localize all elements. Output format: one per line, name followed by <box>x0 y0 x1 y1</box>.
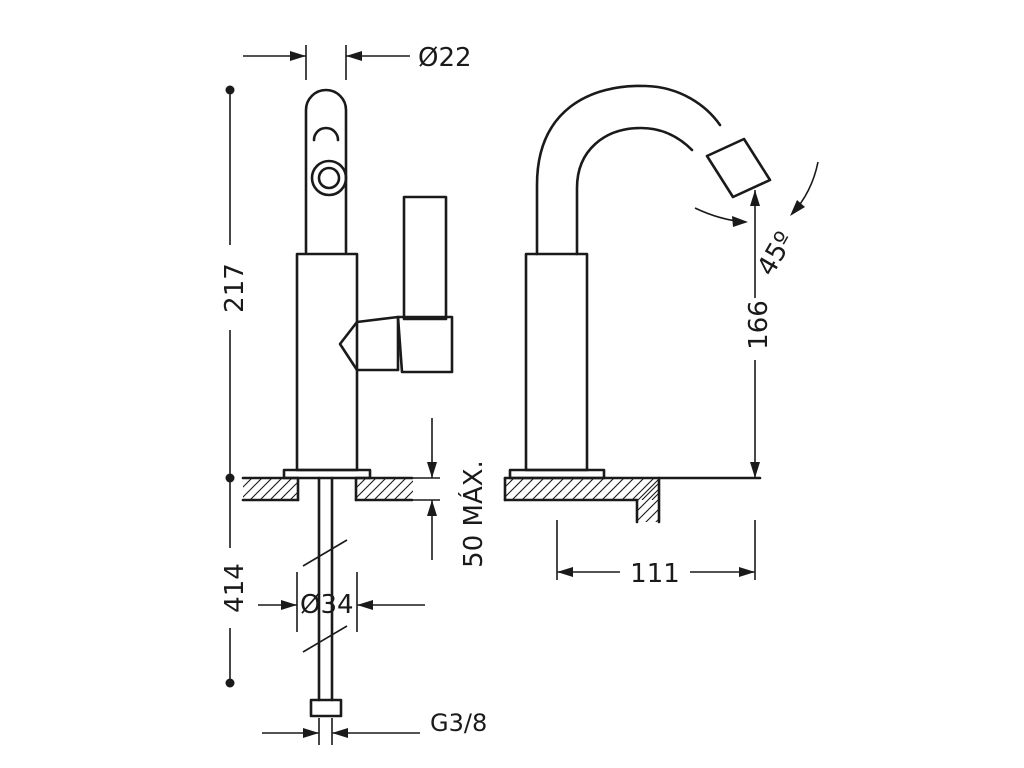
spout-diameter-label: Ø22 <box>418 43 472 73</box>
lever-hub <box>338 315 400 372</box>
max-thickness-label: 50 MÁX. <box>457 460 489 568</box>
aerator-inner <box>317 166 341 190</box>
countertop-hatch-side <box>505 478 660 500</box>
body-height-label: 217 <box>220 263 250 313</box>
hose-connector <box>309 698 343 718</box>
hose-length-label: 414 <box>220 563 250 613</box>
thread-label: G3/8 <box>430 709 487 737</box>
front-view <box>241 88 454 718</box>
front-view-dimensions: Ø22 217 414 50 MÁX. Ø34 G3/8 <box>220 43 489 745</box>
countertop-hatch-right <box>357 478 413 500</box>
spout-height-label: 166 <box>744 300 774 350</box>
break-mark-upper <box>302 539 348 567</box>
reach-label: 111 <box>630 559 680 589</box>
curved-spout-inner <box>575 126 694 256</box>
base-plate-left <box>282 468 372 480</box>
faucet-body <box>295 252 359 472</box>
curved-spout-outer <box>535 84 722 256</box>
hole-diameter-label: Ø34 <box>300 590 354 620</box>
bidet-nozzle <box>705 137 772 199</box>
side-view-dimensions: 166 45º 111 <box>556 161 819 589</box>
break-mark-lower <box>302 625 348 653</box>
angle-label: 45º <box>752 227 801 281</box>
side-view <box>503 84 772 524</box>
lever-handle <box>402 195 448 321</box>
aerator-outer <box>310 159 348 197</box>
spout-tube <box>304 88 348 254</box>
side-body <box>524 252 589 472</box>
countertop-hatch-left <box>243 478 299 500</box>
lever-cap <box>396 315 454 374</box>
spout-slot <box>312 126 340 142</box>
